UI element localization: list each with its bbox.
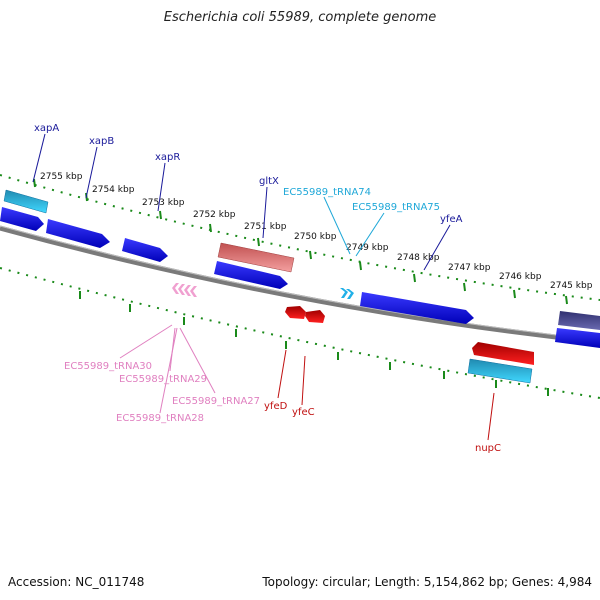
forward-features	[0, 189, 600, 348]
trna-chevron-74[interactable]	[340, 288, 348, 298]
scale-label-2755: 2755 kbp	[40, 172, 83, 182]
reverse-features	[172, 283, 534, 384]
label-tRNA29: EC55989_tRNA29	[119, 374, 207, 385]
label-tRNA74: EC55989_tRNA74	[283, 187, 371, 198]
gene-arrow-nupC[interactable]	[472, 342, 534, 365]
label-nupC: nupC	[475, 443, 501, 454]
gene-arrow-yfeC[interactable]	[305, 310, 325, 323]
label-xapA: xapA	[34, 123, 59, 134]
scale-label-2751: 2751 kbp	[244, 222, 287, 232]
trna-chevron-29[interactable]	[184, 285, 191, 296]
label-xapR: xapR	[155, 152, 180, 163]
label-yfeA: yfeA	[440, 214, 463, 225]
leader-lines	[32, 133, 495, 441]
label-yfeC: yfeC	[292, 407, 315, 418]
label-tRNA30: EC55989_tRNA30	[64, 361, 152, 372]
feature-xapA-box[interactable]	[3, 189, 49, 214]
label-tRNA28: EC55989_tRNA28	[116, 413, 204, 424]
label-gltX: gltX	[259, 176, 279, 187]
label-tRNA27: EC55989_tRNA27	[172, 396, 260, 407]
trna-chevron-27[interactable]	[190, 286, 197, 297]
genome-backbone	[0, 225, 600, 345]
scale-label-2748: 2748 kbp	[397, 253, 440, 263]
scale-label-2745: 2745 kbp	[550, 281, 593, 291]
scale-label-2746: 2746 kbp	[499, 272, 542, 282]
label-xapB: xapB	[89, 136, 114, 147]
trna-chevron-30[interactable]	[178, 284, 185, 295]
feature-edge-box[interactable]	[558, 311, 600, 330]
accession-text: Accession: NC_011748	[8, 575, 145, 589]
bottom-major-ticks	[79, 291, 549, 396]
gene-arrow-xapR[interactable]	[122, 238, 168, 262]
genome-backbone-highlight	[0, 225, 600, 341]
scale-label-2750: 2750 kbp	[294, 232, 337, 242]
gene-arrow-1[interactable]	[0, 207, 44, 231]
feature-nupC-box[interactable]	[467, 358, 533, 384]
map-title: Escherichia coli 55989, complete genome	[163, 10, 437, 25]
scale-label-2754: 2754 kbp	[92, 185, 135, 195]
feature-gltX-box[interactable]	[217, 242, 295, 273]
trna-chevron-28[interactable]	[172, 283, 179, 294]
scale-label-2749: 2749 kbp	[346, 243, 389, 253]
trna-chevron-75[interactable]	[346, 289, 354, 299]
gene-arrow-gltX[interactable]	[214, 261, 288, 289]
gene-arrow-edge[interactable]	[555, 328, 600, 348]
label-tRNA75: EC55989_tRNA75	[352, 202, 440, 213]
label-yfeD: yfeD	[264, 401, 288, 412]
gene-arrow-yfeA[interactable]	[360, 292, 474, 324]
scale-label-2747: 2747 kbp	[448, 263, 491, 273]
gene-arrow-xapB[interactable]	[46, 219, 110, 248]
genome-summary-text: Topology: circular; Length: 5,154,862 bp…	[262, 575, 592, 589]
gene-arrow-yfeD[interactable]	[285, 306, 306, 319]
scale-label-2752: 2752 kbp	[193, 210, 236, 220]
scale-label-2753: 2753 kbp	[142, 198, 185, 208]
